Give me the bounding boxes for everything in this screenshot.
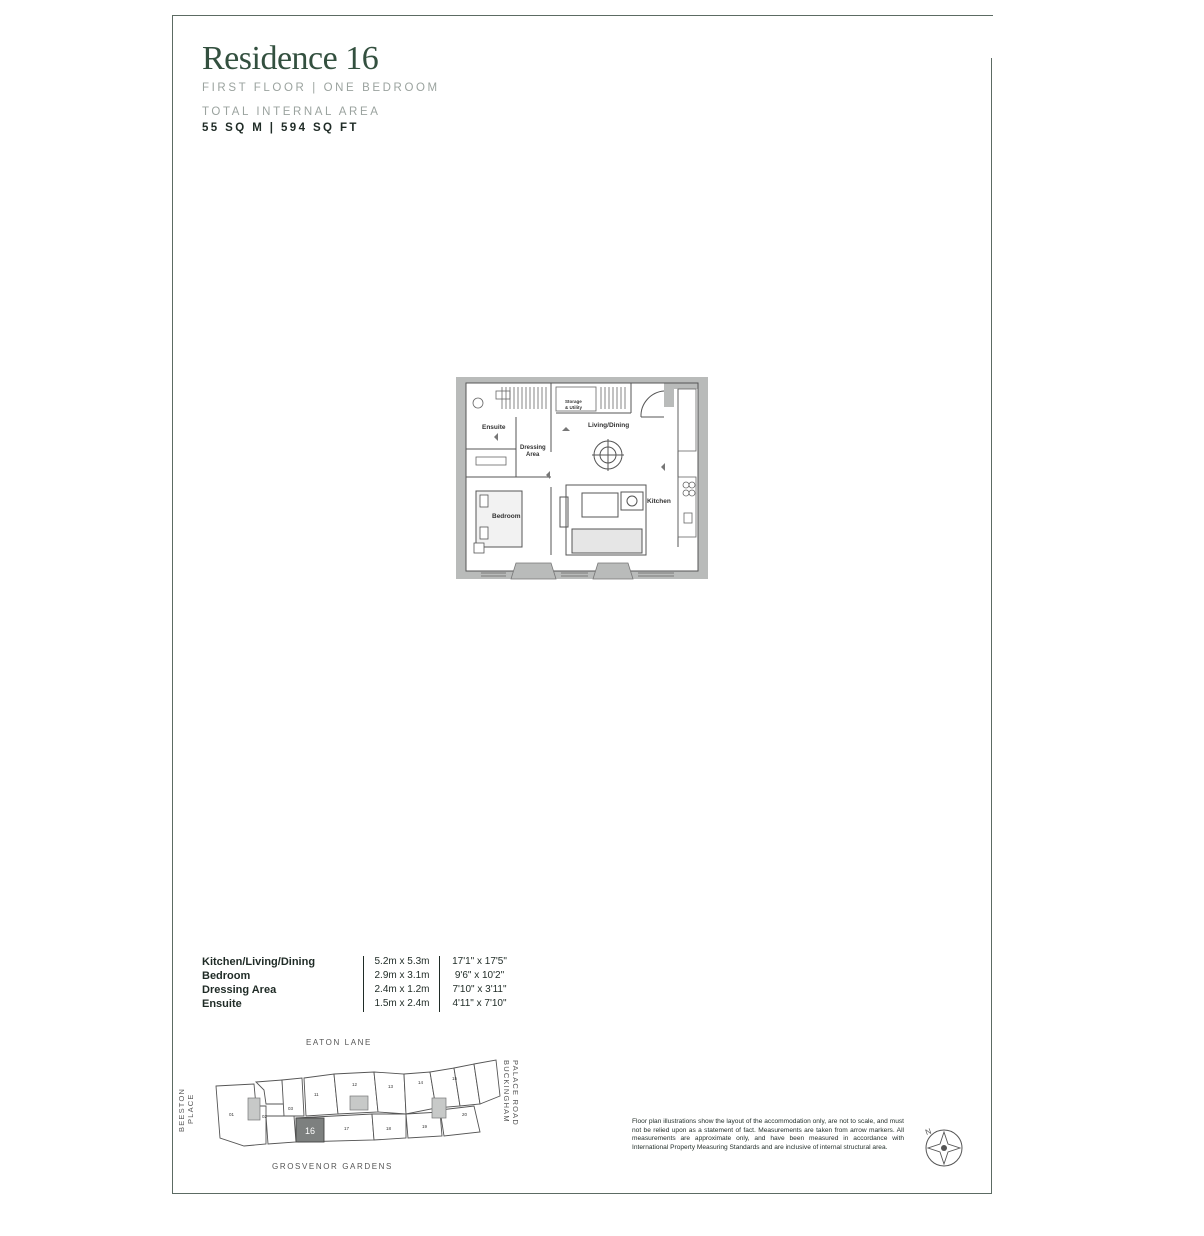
site-plan: EATON LANE GROSVENOR GARDENS BEESTON PLA… [177, 1038, 520, 1171]
schedule-divider-2 [439, 956, 440, 1012]
schedule-room: Kitchen/Living/Dining [202, 956, 316, 968]
street-right-1: BUCKINGHAM [502, 1060, 511, 1123]
schedule-metric: 5.2m x 5.3m [374, 956, 430, 967]
page-edge-right [991, 58, 992, 1194]
highlighted-unit [295, 1117, 325, 1143]
schedule-metric: 2.4m x 1.2m [374, 984, 430, 995]
area-value: 55 SQ M | 594 SQ FT [202, 122, 359, 134]
schedule-divider-1 [363, 956, 364, 1012]
unit-label: 11 [314, 1092, 319, 1097]
plan-label-dressing-1: Dressing [520, 445, 546, 451]
plan-label-storage-1: Storage [565, 399, 582, 404]
compass-icon: N [924, 1126, 963, 1167]
area-label: TOTAL INTERNAL AREA [202, 106, 381, 118]
schedule-imperial: 9'6" x 10'2" [454, 970, 505, 981]
plan-label-storage-2: & Utility [565, 405, 582, 410]
street-bottom: GROSVENOR GARDENS [272, 1162, 393, 1171]
unit-label: 15 [452, 1076, 458, 1081]
plan-label-living-dining: Living/Dining [588, 422, 629, 429]
disclaimer-text: Floor plan illustrations show the layout… [632, 1118, 904, 1151]
highlighted-unit-label: 16 [305, 1126, 315, 1136]
plan-label-ensuite: Ensuite [482, 424, 506, 431]
page-title: Residence 16 [202, 40, 379, 77]
unit-label: 18 [386, 1126, 392, 1131]
schedule-room: Dressing Area [202, 984, 277, 996]
unit-label: 12 [352, 1082, 358, 1087]
unit-label: 19 [422, 1124, 428, 1129]
page-subtitle: FIRST FLOOR | ONE BEDROOM [202, 82, 440, 94]
floor-plan: Ensuite Dressing Area Living/Dining Kitc… [456, 377, 708, 580]
schedule-metric: 2.9m x 3.1m [374, 970, 430, 981]
street-left-1: BEESTON [177, 1088, 186, 1132]
unit-label: 14 [418, 1080, 424, 1085]
schedule-room: Bedroom [202, 970, 251, 982]
unit-label: 17 [344, 1126, 350, 1131]
street-right-2: PALACE ROAD [511, 1060, 520, 1126]
unit-label: 03 [288, 1106, 294, 1111]
street-left-2: PLACE [186, 1093, 195, 1124]
unit-label: 01 [229, 1112, 235, 1117]
plan-label-bedroom: Bedroom [492, 513, 521, 520]
schedule-imperial: 17'1" x 17'5" [452, 956, 507, 967]
plan-label-kitchen: Kitchen [647, 498, 671, 505]
page-edge-bottom [172, 1193, 992, 1194]
unit-label: 20 [462, 1112, 468, 1117]
unit-label: 13 [388, 1084, 394, 1089]
schedule-imperial: 7'10" x 3'11" [452, 984, 507, 995]
street-top: EATON LANE [306, 1038, 372, 1047]
plan-label-dressing-2: Area [526, 452, 540, 458]
unit-label: 02 [262, 1114, 268, 1119]
schedule-room: Ensuite [202, 998, 242, 1010]
schedule-imperial: 4'11" x 7'10" [452, 998, 507, 1009]
compass-label: N [924, 1126, 933, 1137]
page-frame [172, 15, 993, 1194]
schedule-metric: 1.5m x 2.4m [374, 998, 430, 1009]
